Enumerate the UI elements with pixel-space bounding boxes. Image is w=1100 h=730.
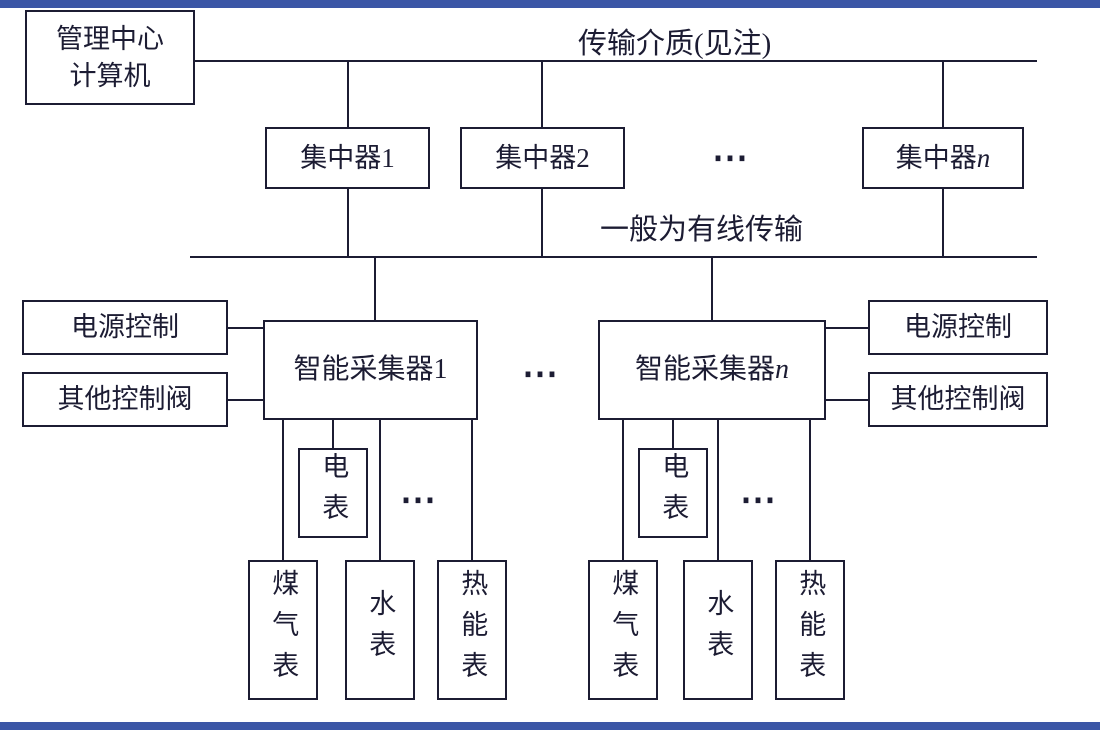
top-accent-bar [0, 0, 1100, 8]
collector-1-index: 1 [433, 354, 448, 386]
water-meter-label: 水表 [703, 589, 734, 671]
connector-line [809, 420, 811, 560]
connector-line [347, 62, 349, 128]
valve-control-box-right: 其他控制阀 [868, 372, 1048, 427]
connector-line [228, 399, 263, 401]
collector-n-index: n [775, 354, 789, 386]
electric-meter-box-1: 电表 [298, 448, 368, 538]
connector-line [228, 327, 263, 329]
connector-line [672, 420, 674, 448]
meter-ellipsis-n: ⋯ [740, 479, 778, 519]
power-control-box-left: 电源控制 [22, 300, 228, 355]
heat-meter-box-1: 热能表 [437, 560, 507, 700]
connector-line [282, 420, 284, 560]
top-bus-label: 传输介质(见注) [578, 28, 772, 60]
concentrator-2-label: 集中器 [495, 142, 577, 173]
power-control-box-right: 电源控制 [868, 300, 1048, 355]
mid-bus-label: 一般为有线传输 [600, 214, 804, 246]
gas-meter-box-1: 煤气表 [248, 560, 318, 700]
management-center-box: 管理中心 计算机 [25, 10, 195, 105]
connector-line [826, 399, 868, 401]
connector-line [374, 258, 376, 320]
concentrator-1-index: 1 [381, 142, 395, 173]
connector-line [379, 420, 381, 560]
electric-meter-label: 电表 [658, 452, 689, 534]
water-meter-box-1: 水表 [345, 560, 415, 700]
management-center-line1: 管理中心 [56, 24, 164, 55]
concentrator-n-label: 集中器 [895, 142, 977, 173]
mid-bus-line [190, 256, 1037, 258]
meter-ellipsis-1: ⋯ [400, 479, 438, 519]
concentrator-ellipsis: ⋯ [712, 137, 750, 177]
connector-line [622, 420, 624, 560]
top-bus-line [195, 60, 1037, 62]
collector-n-label: 智能采集器 [634, 354, 775, 386]
valve-control-box-left: 其他控制阀 [22, 372, 228, 427]
water-meter-label: 水表 [365, 589, 396, 671]
heat-meter-box-n: 热能表 [775, 560, 845, 700]
collector-ellipsis: ⋯ [522, 353, 560, 393]
water-meter-box-n: 水表 [683, 560, 753, 700]
management-center-line2: 计算机 [69, 60, 151, 91]
connector-line [711, 258, 713, 320]
connector-line [347, 189, 349, 257]
concentrator-1-label: 集中器 [300, 142, 382, 173]
gas-meter-label: 煤气表 [608, 568, 639, 692]
electric-meter-box-n: 电表 [638, 448, 708, 538]
connector-line [541, 62, 543, 128]
connector-line [541, 189, 543, 257]
heat-meter-label: 热能表 [795, 568, 826, 692]
concentrator-2-index: 2 [576, 142, 590, 173]
connector-line [471, 420, 473, 560]
collector-1-label: 智能采集器 [293, 354, 434, 386]
connector-line [942, 62, 944, 128]
gas-meter-box-n: 煤气表 [588, 560, 658, 700]
connector-line [942, 189, 944, 257]
electric-meter-label: 电表 [318, 452, 349, 534]
bottom-accent-bar [0, 722, 1100, 730]
connector-line [826, 327, 868, 329]
connector-line [332, 420, 334, 448]
concentrator-n-index: n [976, 142, 991, 173]
heat-meter-label: 热能表 [457, 568, 488, 692]
gas-meter-label: 煤气表 [268, 568, 299, 692]
connector-line [717, 420, 719, 560]
